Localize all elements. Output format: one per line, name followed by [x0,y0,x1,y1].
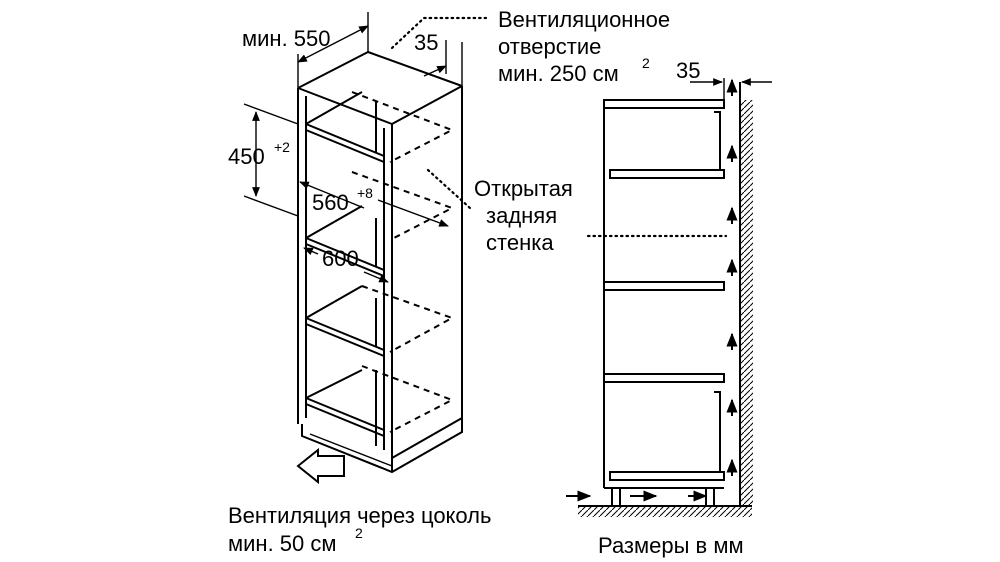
depth-600-label: 600 [322,246,359,271]
back-wall-label-1: Открытая [474,176,573,201]
vent-label-1: Вентиляционное [498,7,670,32]
width-560-label: 560 [312,190,349,215]
plinth-label-1: Вентиляция через цоколь [228,503,491,528]
cabinet-isometric [297,51,463,474]
vent-label-sup: 2 [642,55,650,71]
back-wall-leader [426,168,472,210]
back-wall-label-3: стенка [486,230,554,255]
vent-label-2: отверстие [498,34,601,59]
hollow-arrow-icon [296,447,345,485]
side-section [578,78,772,517]
height-450-sup: +2 [274,139,290,155]
plinth-label-2: мин. 50 см [228,531,337,556]
width-min-label: мин. 550 [242,26,331,51]
width-560-sup: +8 [357,185,373,201]
back-wall-label-2: задняя [486,203,557,228]
dimension-lines [243,12,463,283]
plinth-label-sup: 2 [355,525,363,541]
vent-label-3: мин. 250 см [498,61,619,86]
gap-35-top-label: 35 [414,30,438,55]
vent-leader [390,16,488,50]
gap-35-side-label: 35 [676,58,700,83]
height-450-label: 450 [228,144,265,169]
units-label: Размеры в мм [598,533,744,558]
